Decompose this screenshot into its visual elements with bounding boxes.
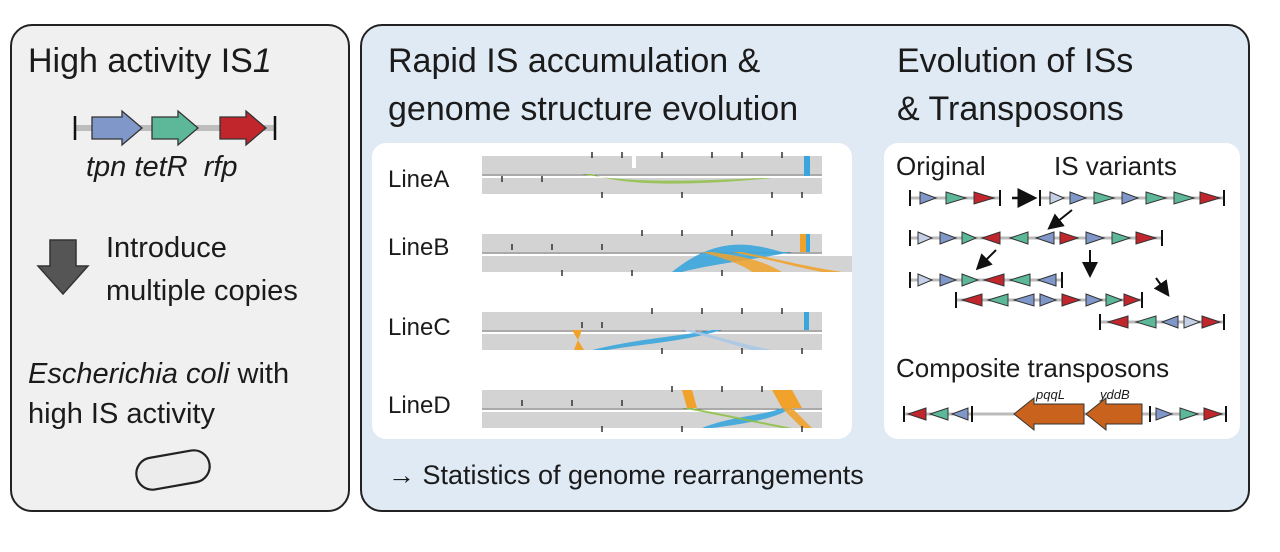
line-d-genome-plot — [482, 386, 822, 432]
line-a-genome-plot — [482, 152, 822, 198]
organism-line2: high IS activity — [28, 398, 215, 430]
line-c-genome-plot — [482, 308, 822, 354]
gene-label-rfp: rfp — [203, 151, 238, 183]
right-title-line1: Evolution of ISs — [897, 42, 1134, 80]
line-a-label: LineA — [388, 166, 450, 193]
composite-transposons-label: Composite transposons — [896, 353, 1170, 383]
organism-name: Escherichia coli — [28, 358, 230, 390]
middle-title-line1: Rapid IS accumulation & — [388, 42, 761, 80]
gene-labels: tpn tetR rfp — [86, 151, 238, 184]
tetr-arrow-icon — [151, 109, 200, 147]
gene-label-tpn: tpn — [86, 151, 127, 183]
line-b-genome-plot — [482, 230, 852, 276]
line-d-label: LineD — [388, 392, 451, 419]
right-title-line2: & Transposons — [897, 90, 1124, 128]
left-title-italic: 1 — [252, 42, 272, 80]
line-b-label: LineB — [388, 234, 450, 261]
bacterium-icon — [135, 449, 211, 491]
yddb-gene-arrow — [1085, 396, 1143, 432]
is-variants-label: IS variants — [1054, 151, 1177, 181]
middle-title-line2: genome structure evolution — [388, 90, 799, 128]
left-title-text: High activity IS — [28, 42, 253, 80]
is-variants-diagram — [909, 188, 1225, 330]
organism-line1: Escherichia coli with — [28, 358, 289, 391]
down-arrow-icon — [36, 239, 90, 296]
tpn-arrow-icon — [91, 109, 144, 147]
line-c-label: LineC — [388, 314, 451, 341]
original-is-element — [909, 190, 1001, 206]
is-evolution-card — [884, 143, 1240, 439]
pqql-gene-arrow — [1013, 396, 1085, 432]
introduce-text: Introduce — [106, 232, 227, 264]
organism-with: with — [229, 358, 290, 390]
left-title: High activity IS1 — [28, 42, 272, 81]
statistics-footer: → Statistics of genome rearrangements — [388, 460, 864, 490]
original-label: Original — [896, 151, 986, 181]
rfp-arrow-icon — [219, 109, 268, 147]
composite-transposon-diagram — [903, 396, 1227, 432]
pqql-label: pqqL — [1036, 387, 1065, 402]
yddb-label: yddB — [1100, 387, 1130, 402]
multiple-copies-text: multiple copies — [106, 275, 298, 307]
gene-label-tetr: tetR — [134, 151, 188, 183]
is1-construct-diagram — [73, 109, 277, 147]
